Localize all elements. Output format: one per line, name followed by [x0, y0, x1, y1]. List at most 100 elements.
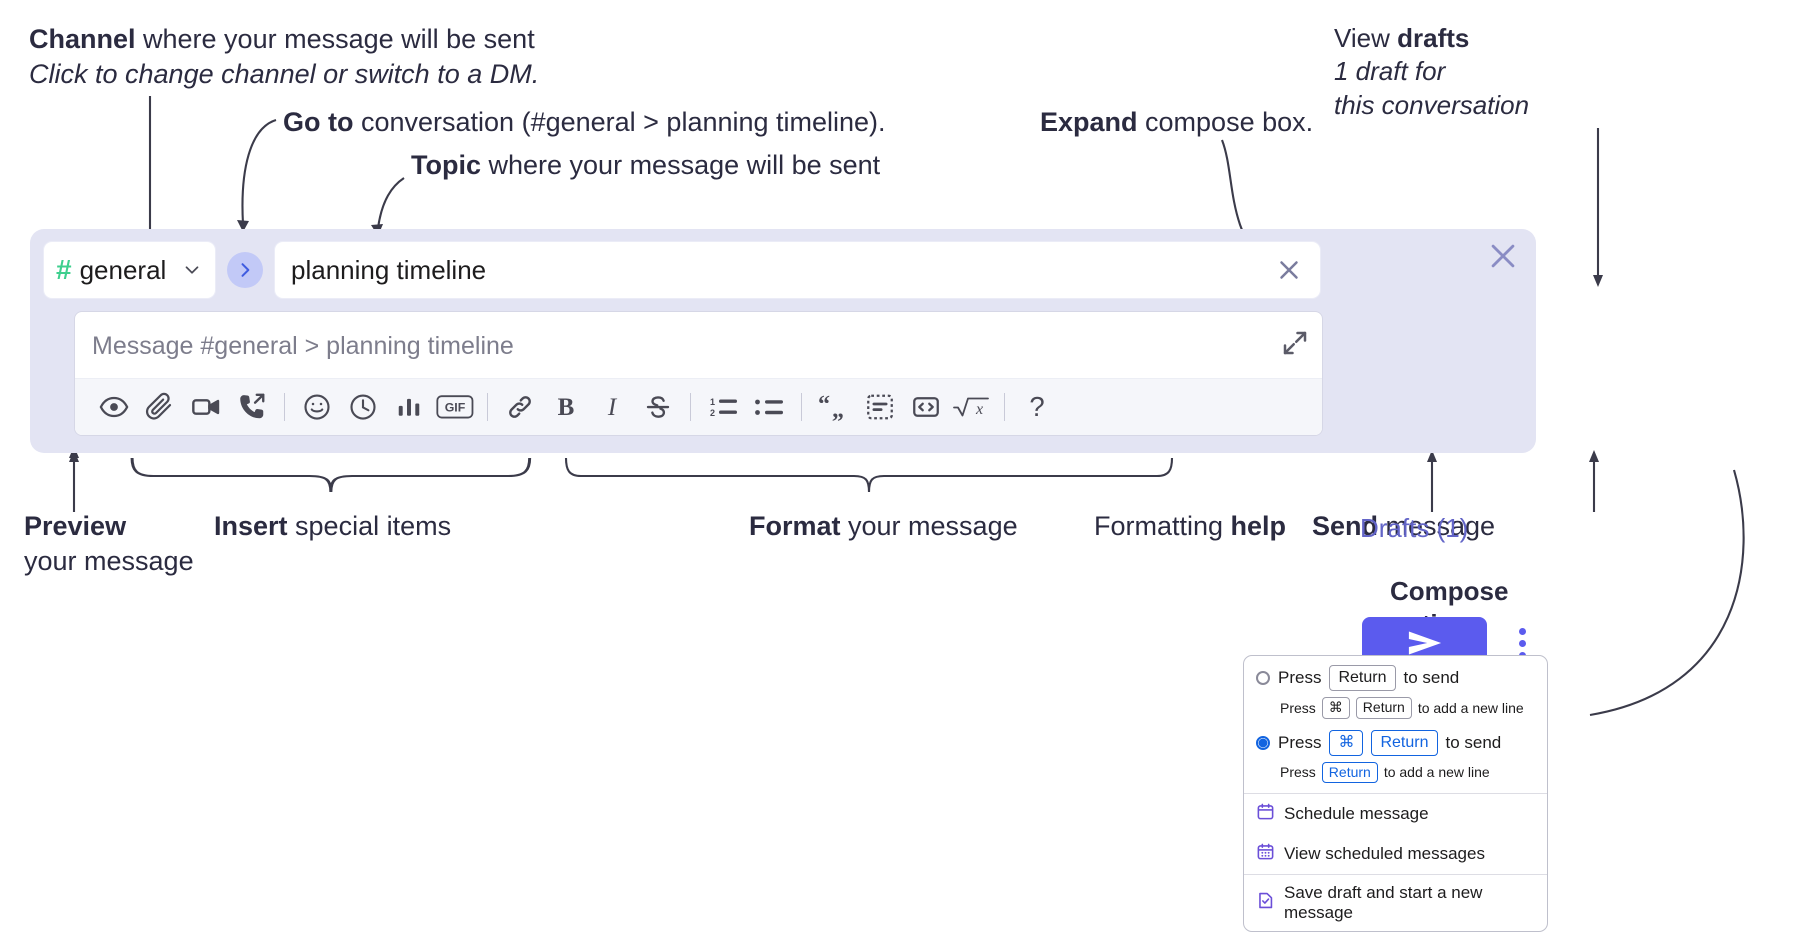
annotation-format-bold: Format	[749, 511, 841, 541]
annotation-expand-bold: Expand	[1040, 107, 1138, 137]
drafts-link[interactable]: Drafts (1)	[1360, 513, 1469, 543]
option1-sub-post: to add a new line	[1417, 699, 1524, 716]
help-icon[interactable]: ?	[1014, 384, 1060, 430]
annotation-topic-bold: Topic	[411, 150, 481, 180]
send-shortcut-options: Press Return to send Press ⌘ Return to a…	[1244, 656, 1547, 793]
option1-sub: Press ⌘ Return to add a new line	[1280, 697, 1535, 719]
message-input-card: Message #general > planning timeline	[74, 311, 1323, 436]
preview-icon[interactable]	[91, 384, 137, 430]
clock-icon[interactable]	[340, 384, 386, 430]
key-return: Return	[1371, 729, 1438, 756]
svg-text:?: ?	[1029, 392, 1044, 422]
video-icon[interactable]	[183, 384, 229, 430]
annotation-topic: Topic where your message will be sent	[411, 148, 880, 183]
chevron-down-icon	[181, 259, 203, 281]
menu-item-label: Save draft and start a new message	[1284, 883, 1483, 922]
annotation-insert: Insert special items	[214, 509, 451, 544]
audio-call-icon[interactable]	[229, 384, 275, 430]
hash-icon: #	[56, 254, 72, 285]
close-icon[interactable]	[1486, 239, 1520, 273]
option2-post: to send	[1445, 732, 1502, 752]
toolbar-separator	[487, 393, 488, 421]
option2-sub: Press Return to add a new line	[1280, 761, 1535, 783]
bold-icon[interactable]: B	[543, 384, 589, 430]
option1-post: to send	[1403, 668, 1460, 687]
kebab-dot	[1518, 627, 1526, 635]
annotation-drafts: View drafts 1 draft for this conversatio…	[1334, 22, 1529, 122]
option2-pre: Press	[1278, 732, 1322, 752]
svg-text:“: “	[818, 392, 830, 418]
annotation-goto: Go to conversation (#general > planning …	[283, 105, 886, 140]
compose-header-row: # general planning timeline	[43, 241, 1321, 299]
annotation-channel-bold: Channel	[29, 24, 136, 54]
strikethrough-icon[interactable]	[635, 384, 681, 430]
annotation-expand-rest: compose box.	[1137, 107, 1314, 137]
go-to-conversation-button[interactable]	[227, 252, 263, 288]
gif-icon[interactable]: GIF	[432, 384, 478, 430]
annotation-goto-rest: conversation (#general > planning timeli…	[353, 107, 886, 137]
svg-text:B: B	[558, 394, 575, 421]
message-input[interactable]: Message #general > planning timeline	[92, 332, 514, 360]
svg-text:I: I	[607, 394, 618, 421]
menu-item-save-draft[interactable]: Save draft and start a new message	[1244, 875, 1547, 931]
radio-icon-selected[interactable]	[1256, 735, 1270, 750]
option-cmd-return-to-send[interactable]: Press ⌘ Return to send	[1256, 729, 1535, 756]
menu-divider	[1244, 874, 1547, 875]
menu-divider	[1244, 793, 1547, 794]
annotation-format-rest: your message	[840, 511, 1018, 541]
key-return: Return	[1329, 665, 1396, 691]
kebab-dot	[1518, 639, 1526, 647]
menu-item-label: View scheduled messages	[1284, 844, 1485, 863]
key-command: ⌘	[1321, 697, 1350, 719]
menu-item-label: Schedule message	[1284, 804, 1429, 823]
expand-icon[interactable]	[1280, 328, 1310, 363]
compose-panel: # general planning timeline Message #gen…	[30, 229, 1536, 669]
menu-item-view-scheduled[interactable]: View scheduled messages	[1244, 834, 1547, 874]
annotation-drafts-sub2: this conversation	[1334, 89, 1530, 120]
blockquote-icon[interactable]: “„	[811, 384, 857, 430]
option-return-to-send[interactable]: Press Return to send	[1256, 665, 1535, 691]
key-return: Return	[1355, 697, 1412, 719]
emoji-icon[interactable]	[294, 384, 340, 430]
code-icon[interactable]	[903, 384, 949, 430]
italic-icon[interactable]: I	[589, 384, 635, 430]
option2-sub-pre: Press	[1280, 764, 1316, 781]
annotation-drafts-bold: drafts	[1397, 23, 1470, 53]
toolbar-separator	[801, 393, 802, 421]
annotation-help-pre: Formatting	[1094, 511, 1231, 541]
annotation-insert-bold: Insert	[214, 511, 288, 541]
close-icon[interactable]	[1274, 255, 1304, 285]
compose-options-menu: Press Return to send Press ⌘ Return to a…	[1243, 655, 1548, 932]
latex-icon[interactable]: x	[949, 384, 995, 430]
annotation-format: Format your message	[749, 509, 1018, 544]
topic-value: planning timeline	[291, 254, 487, 285]
annotation-expand: Expand compose box.	[1040, 105, 1313, 140]
annotation-topic-rest: where your message will be sent	[481, 150, 881, 180]
topic-input[interactable]: planning timeline	[274, 241, 1321, 299]
annotation-drafts-sub1: 1 draft for	[1334, 56, 1446, 87]
menu-item-schedule-message[interactable]: Schedule message	[1244, 794, 1547, 834]
channel-name: general	[79, 254, 167, 285]
svg-text:x: x	[975, 401, 983, 418]
attachment-icon[interactable]	[137, 384, 183, 430]
annotation-compose-bold1: Compose	[1390, 576, 1509, 606]
calendar-icon	[1256, 802, 1275, 826]
code-block-icon[interactable]	[857, 384, 903, 430]
annotation-preview-line2: your message	[24, 545, 194, 576]
annotation-help-bold: help	[1230, 511, 1287, 541]
annotation-send: Send message	[1312, 509, 1495, 544]
annotation-channel: Channel where your message will be sent …	[29, 22, 539, 91]
radio-icon[interactable]	[1256, 671, 1270, 685]
calendar-grid-icon	[1256, 842, 1275, 866]
channel-selector[interactable]: # general	[43, 241, 216, 299]
svg-text:1: 1	[710, 397, 715, 407]
poll-icon[interactable]	[386, 384, 432, 430]
annotation-send-bold: Send	[1312, 511, 1379, 541]
annotation-channel-rest: where your message will be sent	[135, 24, 535, 54]
key-return: Return	[1321, 761, 1378, 783]
bulleted-list-icon[interactable]	[746, 384, 792, 430]
link-icon[interactable]	[497, 384, 543, 430]
toolbar-separator	[690, 393, 691, 421]
